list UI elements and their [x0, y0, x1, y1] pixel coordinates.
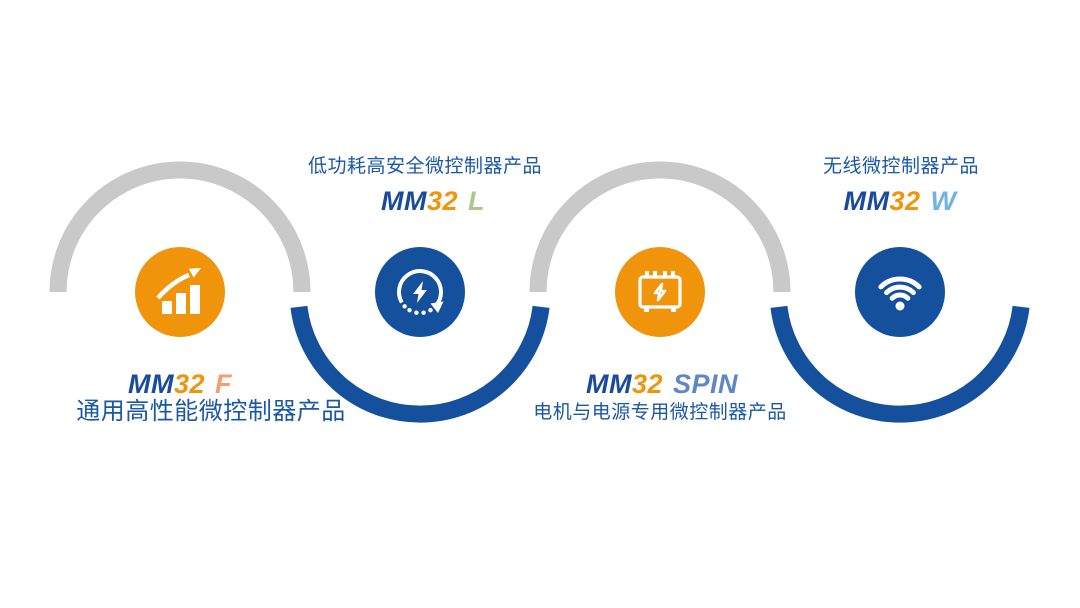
growth-chart-icon — [156, 268, 201, 314]
power-cycle-icon — [397, 269, 444, 315]
name-num: 32 — [889, 186, 921, 216]
name-mm: MM — [585, 369, 632, 399]
product-circle-mm32f — [135, 247, 225, 337]
product-desc-mm32w: 无线微控制器产品 — [822, 156, 980, 177]
name-num: 32 — [173, 369, 206, 399]
name-suffix: W — [930, 186, 957, 216]
name-num: 32 — [426, 186, 459, 216]
name-suffix: SPIN — [673, 369, 739, 399]
product-circle-mm32w — [855, 247, 945, 337]
product-name-mm32f: MM32 F — [128, 371, 232, 398]
name-suffix: L — [468, 186, 486, 216]
wave-arc-gray-1 — [49, 161, 311, 293]
product-desc-mm32f: 通用高性能微控制器产品 — [76, 398, 346, 425]
product-name-mm32spin: MM32 SPIN — [586, 371, 738, 398]
circle-bg-blue — [855, 247, 945, 337]
product-desc-mm32spin: 电机与电源专用微控制器产品 — [533, 402, 787, 423]
wave-arc-gray-2 — [529, 161, 791, 293]
product-circle-mm32l — [375, 247, 465, 337]
product-desc-mm32l: 低功耗高安全微控制器产品 — [307, 156, 543, 177]
name-mm: MM — [380, 186, 427, 216]
name-mm: MM — [843, 186, 890, 216]
circle-bg-orange — [135, 247, 225, 337]
product-name-mm32l: MM32 L — [381, 188, 485, 215]
product-circle-mm32spin — [615, 247, 705, 337]
wifi-icon — [878, 276, 922, 311]
motor-module-icon — [638, 271, 682, 312]
name-mm: MM — [127, 369, 174, 399]
name-suffix: F — [215, 369, 233, 399]
name-num: 32 — [631, 369, 663, 399]
product-name-mm32w: MM32 W — [843, 188, 956, 215]
wave-arc-blue-2 — [770, 305, 1030, 423]
wave-arc-blue-1 — [290, 305, 550, 423]
